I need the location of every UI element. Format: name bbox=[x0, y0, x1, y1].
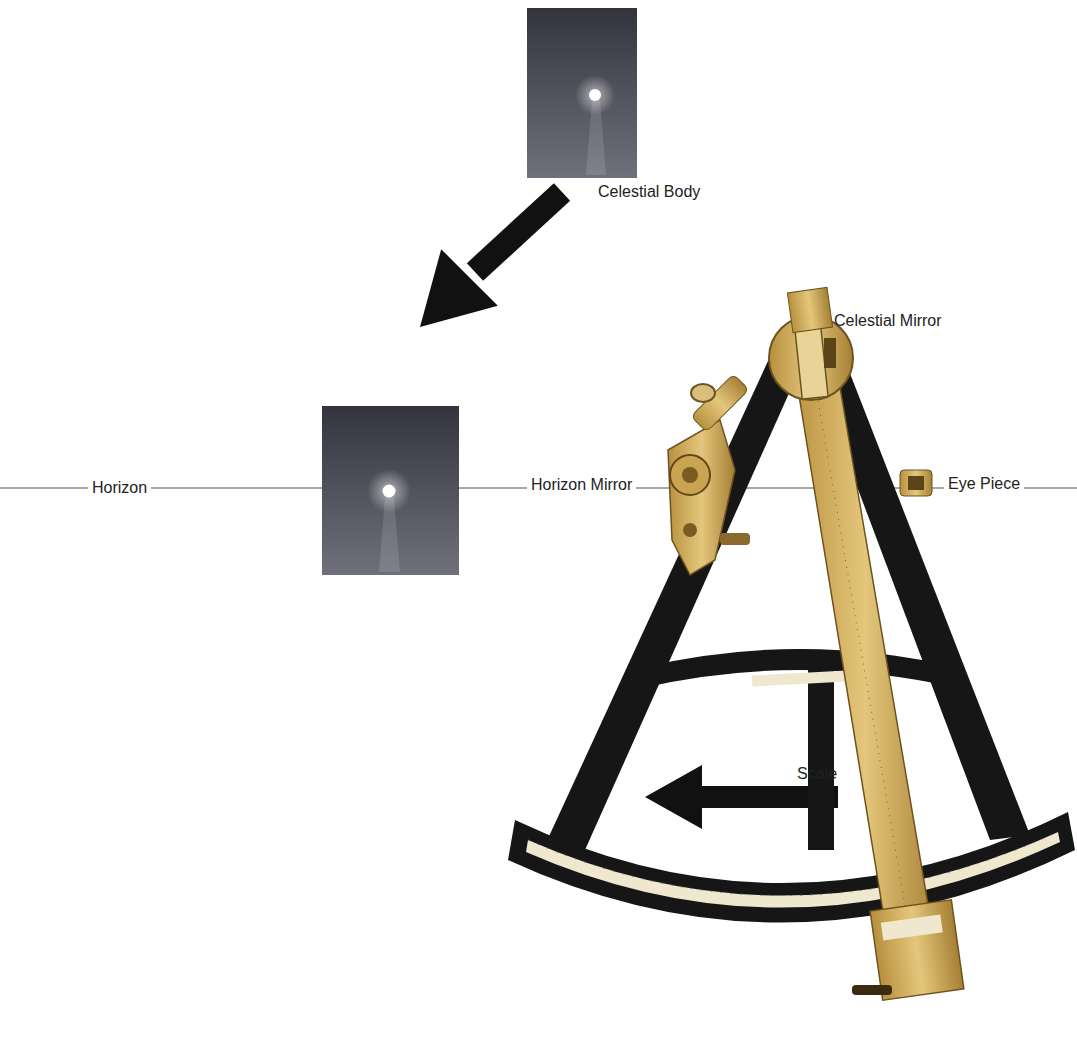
shade-glass bbox=[691, 374, 749, 432]
part-label: Horizon Mirror bbox=[527, 475, 636, 494]
adjust-knob bbox=[720, 533, 750, 545]
adjust-screw bbox=[683, 523, 697, 537]
index-marks bbox=[811, 360, 917, 975]
part-label: Celestial Body bbox=[598, 182, 700, 201]
moon bbox=[589, 89, 601, 101]
horizon-mirror-assembly bbox=[668, 374, 750, 575]
sextant-frame bbox=[508, 335, 1075, 923]
scale-ticks bbox=[528, 832, 1058, 896]
arrow-head bbox=[645, 765, 702, 829]
horizon-mirror bbox=[670, 455, 710, 495]
moon-glow bbox=[575, 75, 615, 115]
arrow-head bbox=[420, 249, 498, 327]
mirror-screw bbox=[682, 467, 698, 483]
arrow-shaft bbox=[475, 192, 562, 272]
clamp-screw bbox=[852, 985, 892, 995]
scale-strip bbox=[526, 832, 1060, 908]
maker-plate bbox=[752, 671, 847, 687]
reflected-body-photo bbox=[322, 406, 459, 575]
eye-piece bbox=[900, 470, 932, 496]
eye-piece-ring bbox=[900, 470, 932, 496]
frame-left-leg bbox=[545, 335, 815, 850]
eye-piece-hole bbox=[908, 476, 924, 490]
celestial-body-photo bbox=[527, 8, 637, 178]
frame-strut bbox=[808, 665, 834, 850]
vernier-scale bbox=[881, 914, 943, 940]
shade-glass-ring bbox=[691, 384, 715, 402]
moon bbox=[383, 485, 396, 498]
mirror-clip bbox=[824, 338, 836, 368]
mirror-bracket bbox=[668, 420, 735, 575]
frame-crossbar bbox=[640, 649, 960, 688]
moon-glow bbox=[367, 469, 411, 513]
reflection-arrow bbox=[420, 192, 562, 327]
sky-photo bbox=[322, 406, 459, 575]
index-arm bbox=[769, 287, 964, 1000]
arm-top bbox=[787, 287, 832, 332]
frame-arc bbox=[508, 812, 1075, 923]
part-label: Scale bbox=[797, 764, 837, 783]
part-label: Horizon bbox=[88, 478, 151, 497]
index-bar bbox=[790, 340, 940, 985]
part-label: Eye Piece bbox=[944, 474, 1024, 493]
sky-photo bbox=[527, 8, 637, 178]
part-label: Celestial Mirror bbox=[834, 311, 942, 330]
